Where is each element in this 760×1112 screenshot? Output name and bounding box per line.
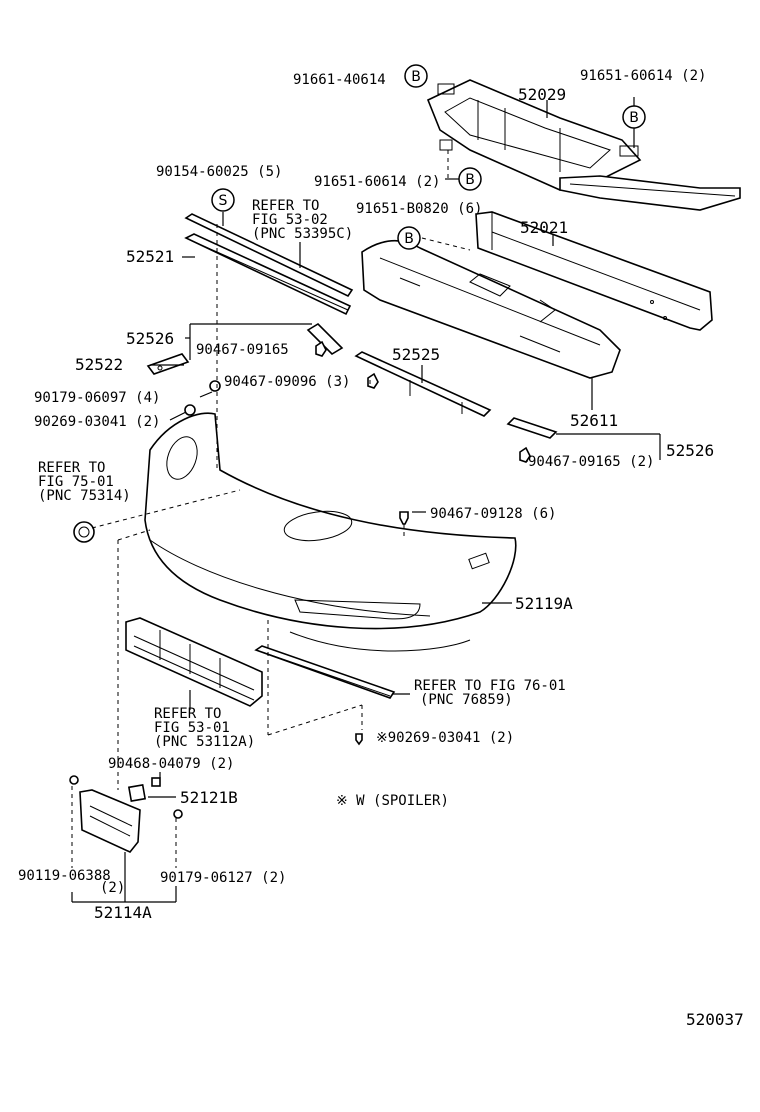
label-90467-09128: 90467-09128 (6) [430, 506, 556, 522]
label-52114a: 52114A [94, 903, 152, 922]
label-90119-06388-qty: (2) [100, 880, 125, 896]
label-refer-53-01-line1: REFER TO [154, 706, 221, 722]
label-90179-06097: 90179-06097 (4) [34, 390, 160, 406]
diagram-id: 520037 [686, 1010, 744, 1029]
label-90467-09165: 90467-09165 [196, 342, 289, 358]
label-90468-04079: 90468-04079 (2) [108, 756, 234, 772]
label-refer-53-02-line3: (PNC 53395C) [252, 226, 353, 242]
label-52119a: 52119A [515, 594, 573, 613]
label-refer-76-01-line1: REFER TO FIG 76-01 [414, 678, 566, 694]
b-callout-badge-1: B [404, 64, 428, 88]
clip-90269-03041 [184, 404, 196, 416]
svg-text:B: B [411, 69, 421, 85]
label-90154-60025: 90154-60025 (5) [156, 164, 282, 180]
s-callout-badge: S [211, 188, 235, 212]
label-91651-b0820: 91651-B0820 (6) [356, 201, 482, 217]
label-52029: 52029 [518, 85, 566, 104]
radiator-support-52029 [426, 79, 741, 211]
svg-text:S: S [219, 193, 228, 209]
label-90269-03041-star: ※90269-03041 (2) [376, 730, 514, 746]
label-52526-top: 52526 [126, 329, 174, 348]
label-90269-03041: 90269-03041 (2) [34, 414, 160, 430]
bracket-52525 [354, 351, 492, 417]
lower-grille-53112a [125, 617, 263, 707]
label-refer-53-01-line2: FIG 53-01 [154, 720, 230, 736]
label-52021: 52021 [520, 218, 568, 237]
label-90119-06388: 90119-06388 [18, 868, 111, 884]
spoiler-76859 [254, 645, 396, 699]
label-91661-40614: 91661-40614 [293, 72, 386, 88]
label-52525: 52525 [392, 345, 440, 364]
bracket-52121b [127, 777, 161, 803]
svg-text:B: B [629, 110, 639, 126]
label-refer-53-01-line3: (PNC 53112A) [154, 734, 255, 750]
label-refer-53-02-line1: REFER TO [252, 198, 319, 214]
svg-text:B: B [404, 231, 414, 247]
label-52526-right: 52526 [666, 441, 714, 460]
bumper-reinforcement-52021 [475, 211, 713, 331]
label-refer-53-02-line2: FIG 53-02 [252, 212, 328, 228]
clip-90179-06097 [209, 380, 221, 392]
label-note-spoiler: ※ W (SPOILER) [336, 793, 449, 809]
label-52121b: 52121B [180, 788, 238, 807]
upper-garnish-52521 [184, 213, 354, 316]
label-refer-75-01-line1: REFER TO [38, 460, 105, 476]
bracket-52522 [146, 353, 190, 375]
label-90467-09096: 90467-09096 (3) [224, 374, 350, 390]
label-52521: 52521 [126, 247, 174, 266]
b-callout-badge-4: B [397, 226, 421, 250]
label-52522: 52522 [75, 355, 123, 374]
cap-75314 [73, 521, 95, 543]
label-refer-76-01-line2: (PNC 76859) [420, 692, 513, 708]
b-callout-badge-2: B [622, 105, 646, 129]
svg-text:B: B [465, 172, 475, 188]
label-52611: 52611 [570, 411, 618, 430]
label-refer-75-01-line3: (PNC 75314) [38, 488, 131, 504]
label-90467-09165-2: 90467-09165 (2) [528, 454, 654, 470]
bracket-52526-top [306, 322, 344, 357]
license-bracket-52114a [69, 775, 183, 853]
label-91651-60614-mid: 91651-60614 (2) [314, 174, 440, 190]
bumper-cover-52119a [144, 412, 517, 652]
label-90179-06127: 90179-06127 (2) [160, 870, 286, 886]
bracket-52526-right [506, 417, 558, 463]
b-callout-badge-3: B [458, 167, 482, 191]
label-refer-75-01-line2: FIG 75-01 [38, 474, 114, 490]
label-91651-60614-top: 91651-60614 (2) [580, 68, 706, 84]
clip-90269-03041-star [355, 733, 363, 746]
clip-90467-09128 [399, 511, 409, 525]
